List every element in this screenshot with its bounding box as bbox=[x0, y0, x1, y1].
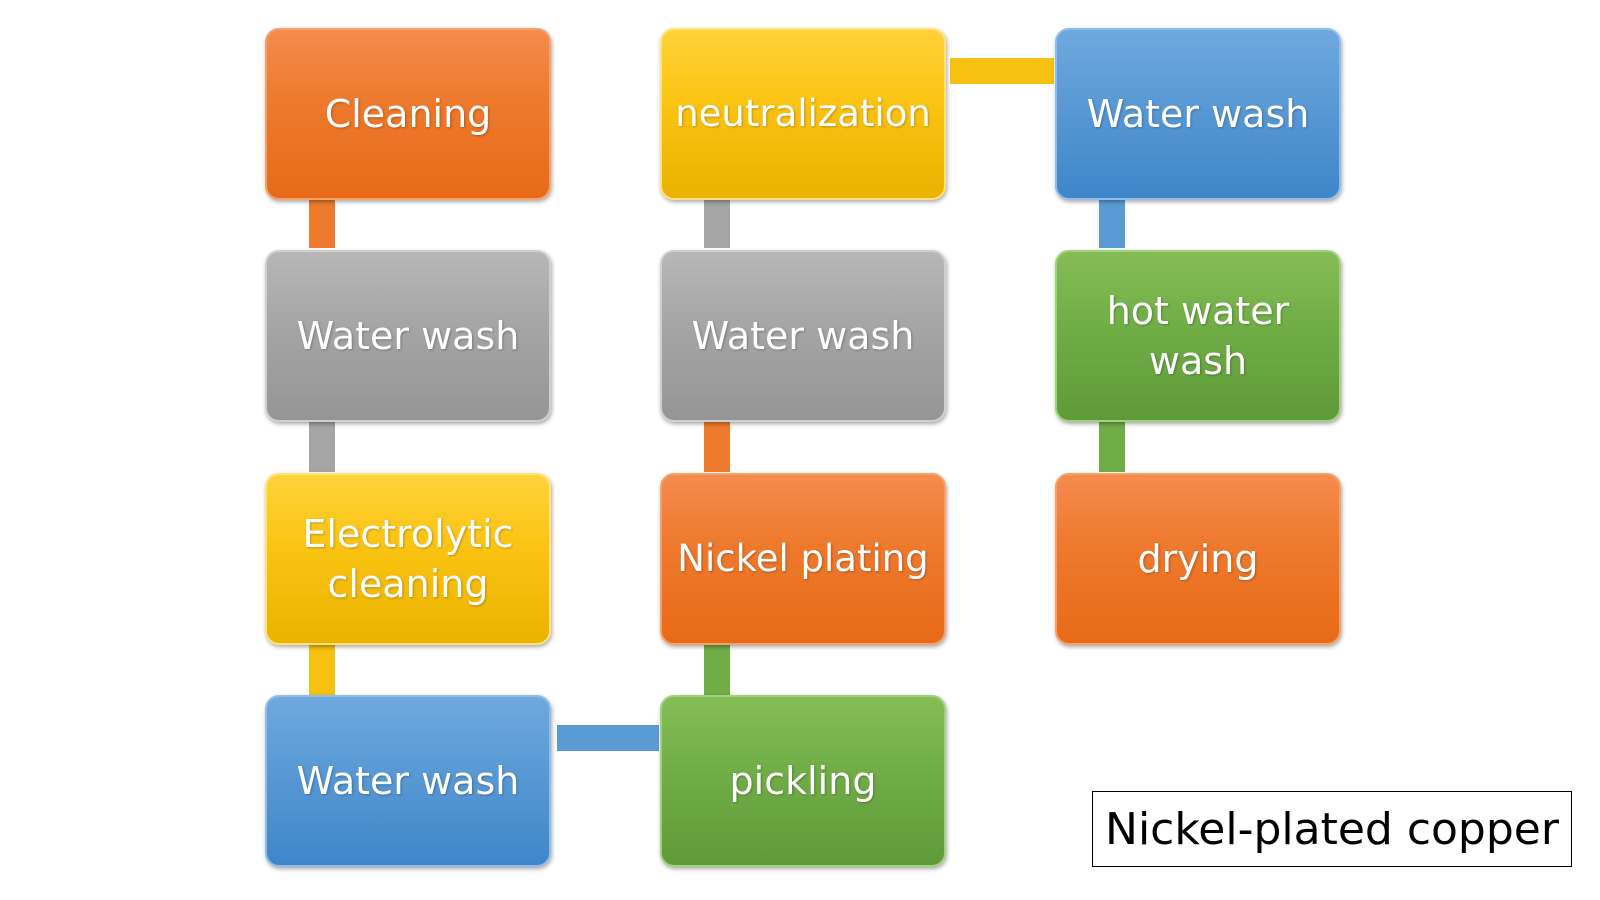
connector-water-wash-to-hot-water-wash bbox=[1099, 196, 1125, 248]
step-water-wash-1: Water wash bbox=[265, 250, 551, 422]
step-label: Water wash bbox=[691, 314, 915, 358]
step-label: drying bbox=[1137, 537, 1259, 581]
step-pickling: pickling bbox=[660, 695, 946, 867]
connector-water-wash-to-electrolytic-cleaning bbox=[309, 420, 335, 472]
connector-water-wash-to-pickling bbox=[557, 725, 659, 751]
connector-cleaning-to-water-wash bbox=[309, 196, 335, 248]
step-label: Cleaning bbox=[324, 92, 492, 136]
connector-neutralization-to-water-wash bbox=[950, 58, 1054, 84]
step-drying: drying bbox=[1055, 473, 1341, 645]
step-water-wash-3: Water wash bbox=[660, 250, 946, 422]
caption-text: Nickel-plated copper bbox=[1105, 803, 1559, 855]
step-cleaning: Cleaning bbox=[265, 28, 551, 200]
step-label: Water wash bbox=[1086, 92, 1310, 136]
step-label: neutralization bbox=[675, 92, 931, 135]
step-label: Water wash bbox=[296, 759, 520, 803]
step-hot-water-wash: hot water wash bbox=[1055, 250, 1341, 422]
step-nickel-plating: Nickel plating bbox=[660, 473, 946, 645]
step-label: Water wash bbox=[296, 314, 520, 358]
step-label: pickling bbox=[729, 759, 877, 803]
step-label: Electrolytic cleaning bbox=[302, 512, 514, 606]
step-electrolytic-cleaning: Electrolytic cleaning bbox=[265, 473, 551, 645]
connector-hot-water-wash-to-drying bbox=[1099, 420, 1125, 472]
connector-pickling-to-nickel-plating bbox=[704, 643, 730, 695]
connector-nickel-plating-to-water-wash bbox=[704, 420, 730, 472]
step-water-wash-4: Water wash bbox=[1055, 28, 1341, 200]
connector-electrolytic-cleaning-to-water-wash bbox=[309, 643, 335, 695]
step-water-wash-2: Water wash bbox=[265, 695, 551, 867]
step-neutralization: neutralization bbox=[660, 28, 946, 200]
connector-water-wash-to-neutralization bbox=[704, 196, 730, 248]
step-label: hot water wash bbox=[1106, 289, 1290, 383]
caption-box: Nickel-plated copper bbox=[1092, 791, 1572, 867]
step-label: Nickel plating bbox=[677, 537, 929, 580]
